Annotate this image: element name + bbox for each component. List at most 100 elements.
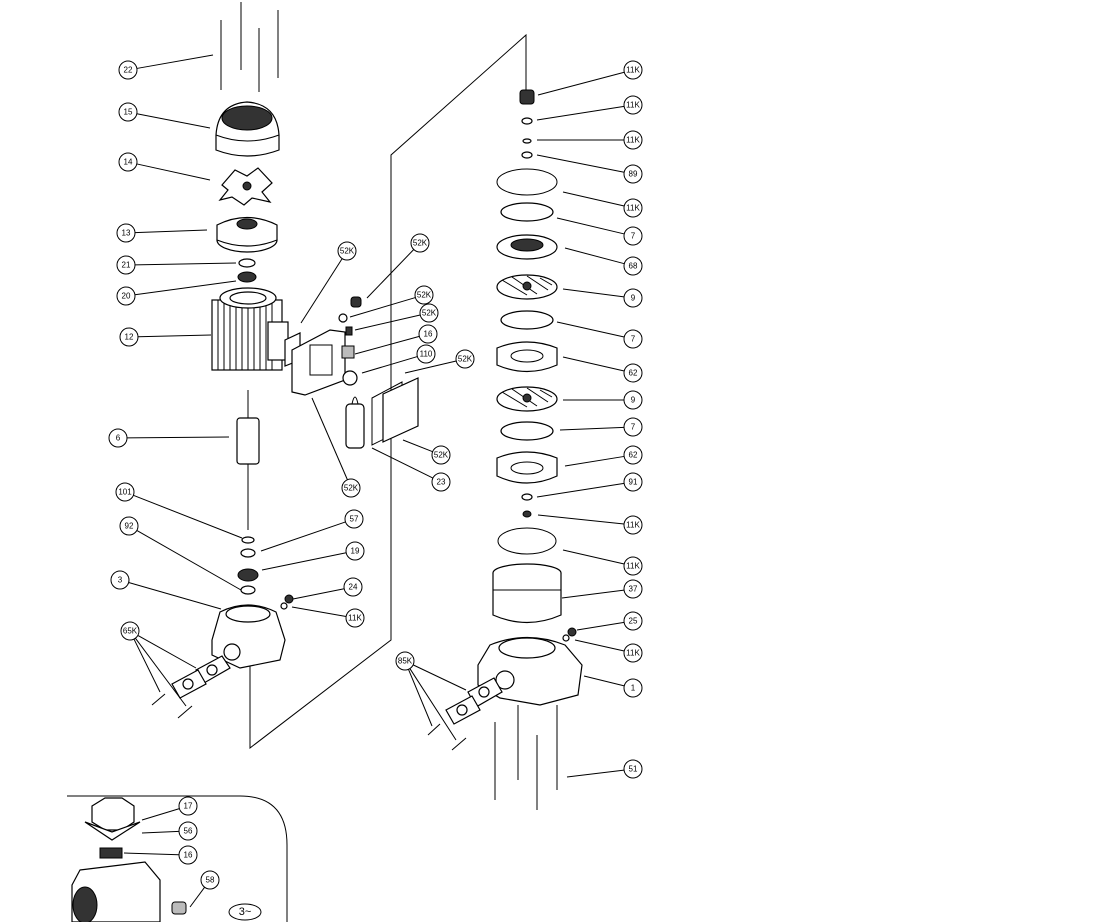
callout-label: 52K bbox=[344, 484, 359, 493]
svg-text:3~: 3~ bbox=[239, 906, 252, 918]
callout-circle bbox=[200, 870, 220, 890]
leader-line bbox=[261, 552, 347, 571]
leader-line bbox=[133, 638, 161, 693]
callout-circle bbox=[108, 428, 128, 448]
callout-label: 3 bbox=[118, 576, 123, 585]
right-callout-91: 91 bbox=[536, 472, 643, 498]
outer-sleeve bbox=[492, 563, 562, 624]
callout-label: 62 bbox=[629, 451, 638, 460]
tie-rods bbox=[220, 2, 279, 92]
leader-line bbox=[134, 637, 187, 707]
washer-r3 bbox=[521, 151, 533, 159]
base-bolts bbox=[494, 705, 558, 810]
left-callout-14: 14 bbox=[118, 152, 211, 181]
left-callout-12: 12 bbox=[119, 327, 212, 347]
callout-circle bbox=[120, 621, 140, 641]
left-callout-101: 101 bbox=[115, 482, 243, 539]
leader-line bbox=[537, 514, 625, 525]
leader-line bbox=[136, 113, 211, 129]
right-callout-11K: 11K bbox=[574, 639, 643, 663]
leader-line bbox=[412, 664, 467, 691]
callout-circle bbox=[623, 611, 643, 631]
right-callout-11K: 11K bbox=[536, 95, 643, 121]
left-callout-6: 6 bbox=[108, 428, 230, 448]
callout-label: 9 bbox=[631, 294, 636, 303]
left-callout-24: 24 bbox=[292, 577, 363, 600]
leader-line bbox=[366, 249, 415, 299]
left-callout-22: 22 bbox=[118, 54, 214, 80]
o-ring-bottom bbox=[497, 527, 557, 555]
callout-label: 11K bbox=[348, 614, 362, 623]
callout-label: 16 bbox=[184, 851, 193, 860]
right-callout-11K: 11K bbox=[537, 60, 643, 96]
stage-chamber-2 bbox=[496, 451, 558, 484]
callout-circle bbox=[431, 472, 451, 492]
leader-line bbox=[536, 105, 625, 121]
leader-line bbox=[300, 258, 343, 324]
left-callout-57: 57 bbox=[260, 509, 364, 552]
callout-label: 11K bbox=[626, 101, 640, 110]
leader-line bbox=[371, 447, 434, 479]
right-callout-7: 7 bbox=[559, 417, 643, 437]
leader-line bbox=[141, 830, 180, 834]
inset-callout-58: 58 bbox=[189, 870, 220, 908]
leader-line bbox=[137, 334, 212, 338]
right-callout-68: 68 bbox=[564, 247, 643, 276]
callout-label: 7 bbox=[631, 232, 636, 241]
left-callout-52K: 52K bbox=[349, 285, 434, 318]
callout-circle bbox=[623, 288, 643, 308]
callout-circle bbox=[337, 241, 357, 261]
callout-circle bbox=[419, 303, 439, 323]
terminal-box bbox=[284, 329, 346, 396]
callout-label: 52K bbox=[413, 239, 428, 248]
terminal-cover bbox=[371, 377, 419, 446]
terminal-small-parts bbox=[338, 296, 362, 386]
diffuser-plate-3 bbox=[500, 421, 554, 441]
callout-label: 22 bbox=[124, 66, 133, 75]
callout-label: 57 bbox=[350, 515, 359, 524]
callout-label: 11K bbox=[626, 136, 640, 145]
leader-line bbox=[134, 262, 237, 266]
callout-label: 19 bbox=[351, 547, 360, 556]
callout-circle bbox=[118, 102, 138, 122]
seal bbox=[240, 585, 256, 595]
callout-circle bbox=[623, 390, 643, 410]
leader-line bbox=[292, 588, 345, 600]
washer-r2 bbox=[522, 138, 532, 144]
leader-line bbox=[136, 163, 211, 181]
callout-label: 16 bbox=[424, 330, 433, 339]
callout-circle bbox=[118, 60, 138, 80]
capacitor bbox=[345, 396, 365, 449]
callout-circle bbox=[623, 130, 643, 150]
callout-circle bbox=[178, 845, 198, 865]
callout-label: 89 bbox=[629, 170, 638, 179]
diffuser-plate-2 bbox=[500, 310, 554, 330]
right-callout-7: 7 bbox=[556, 217, 643, 246]
leader-line bbox=[409, 668, 457, 741]
leader-line bbox=[556, 217, 625, 235]
nut-bottom bbox=[522, 510, 532, 518]
right-callout-11K: 11K bbox=[562, 549, 643, 576]
leader-line bbox=[123, 852, 180, 856]
leader-line bbox=[134, 229, 208, 234]
callout-circle bbox=[455, 349, 475, 369]
pump-bracket bbox=[211, 604, 286, 669]
callout-label: 23 bbox=[437, 478, 446, 487]
callout-circle bbox=[110, 570, 130, 590]
leader-line bbox=[128, 582, 222, 610]
callout-circle bbox=[115, 482, 135, 502]
callout-circle bbox=[623, 678, 643, 698]
leader-line bbox=[556, 321, 625, 338]
right-callout-11K: 11K bbox=[537, 130, 643, 150]
leader-line bbox=[291, 606, 347, 617]
leader-line bbox=[583, 675, 625, 687]
phase-symbol: 3~ bbox=[228, 903, 262, 921]
callout-label: 1 bbox=[631, 684, 636, 693]
callout-label: 13 bbox=[122, 229, 131, 238]
leader-line bbox=[562, 549, 625, 565]
callout-circle bbox=[623, 164, 643, 184]
callout-label: 52K bbox=[434, 451, 449, 460]
callout-label: 51 bbox=[629, 765, 638, 774]
right-callout-9: 9 bbox=[563, 390, 643, 410]
left-callout-21: 21 bbox=[116, 255, 237, 275]
